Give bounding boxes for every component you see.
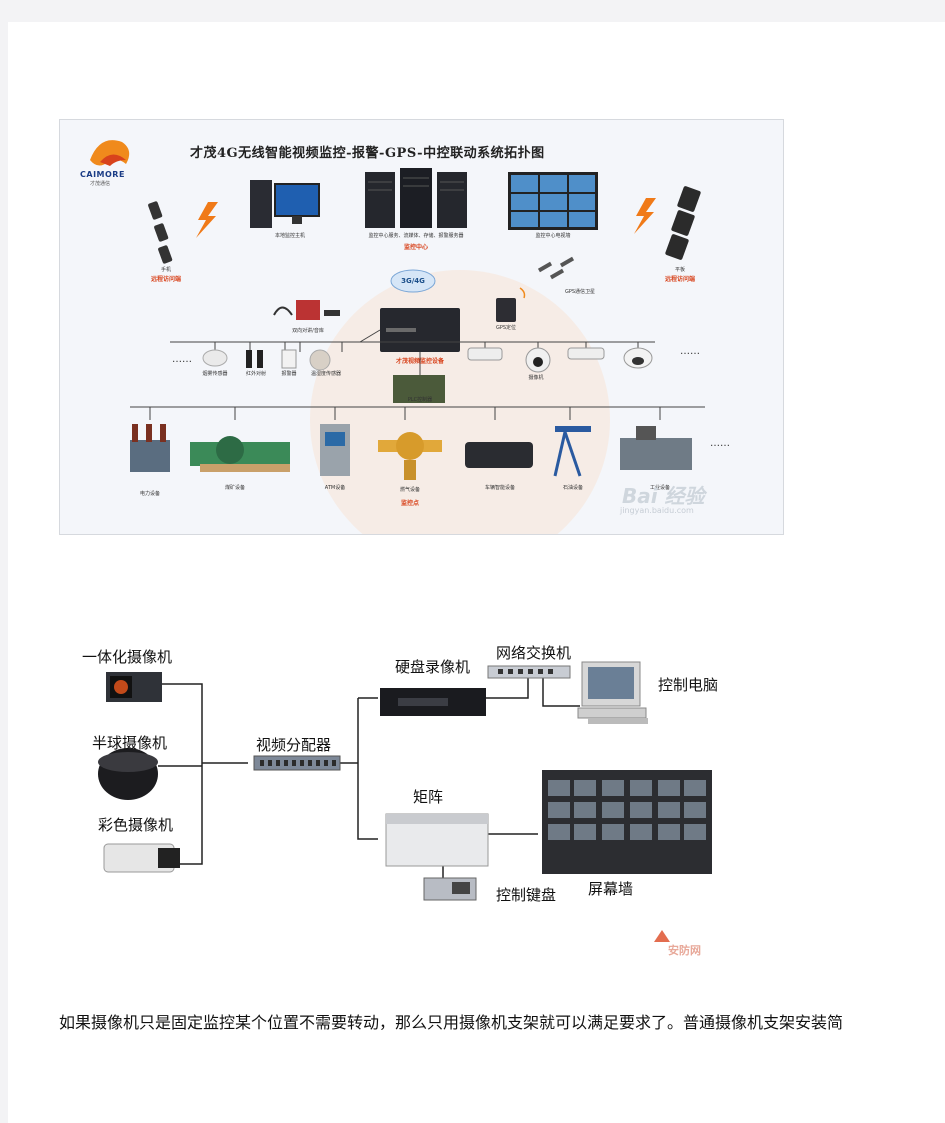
baidu-watermark-url: jingyan.baidu.com (620, 506, 694, 515)
dome-camera-icon (98, 748, 158, 800)
ellipsis-bottom: …… (710, 438, 730, 449)
cctv-wiring-diagram: 一体化摄像机 半球摄像机 彩色摄像机 视频分配器 硬盘录像机 网络交换机 控制电… (68, 634, 748, 974)
caimore-dtu-device (380, 308, 460, 352)
camera-label: 摄像机 (528, 375, 544, 381)
industrial-machine-icon (620, 426, 692, 470)
remote-left-label: 远程访问端 (150, 276, 182, 283)
anfang-watermark: 安防网 (668, 944, 701, 957)
servers-label: 监控中心服务、流媒体、存储、报警服务器 (368, 233, 464, 239)
cloud-icon (390, 269, 436, 293)
bullet-camera-icon (467, 347, 503, 361)
gps-device-icon (496, 298, 516, 322)
gps-label: GPS定位 (495, 325, 517, 331)
tablet-icon (665, 186, 701, 260)
vehicle-label: 车辆智能设备 (484, 485, 516, 491)
wall-label: 屏幕墙 (588, 880, 634, 898)
gps-sat-label: GPS通信卫星 (564, 289, 596, 295)
baidu-watermark: Bai 经验 (622, 484, 705, 508)
pc-label: 控制电脑 (658, 676, 719, 694)
phone-label: 手机 (160, 267, 172, 273)
cam1-label: 一体化摄像机 (82, 648, 173, 666)
lightning-icon (196, 202, 218, 238)
topology-graphics (90, 140, 705, 534)
pc-tower-icon (250, 180, 272, 228)
network-label: 3G/4G (401, 277, 425, 285)
gas-equipment-icon (378, 432, 442, 480)
switch-label: 网络交换机 (496, 644, 572, 662)
power-label: 电力设备 (139, 491, 161, 497)
matrix-icon (385, 813, 489, 867)
mining-label: 煤矿设备 (224, 485, 246, 491)
pad-label: 平板 (674, 267, 686, 273)
device-label: 才茂视频监控设备 (395, 358, 445, 365)
body-paragraph: 如果摄像机只是固定监控某个位置不需要转动，那么只用摄像机支架就可以满足要求了。普… (59, 1013, 844, 1032)
monitor-icon (274, 183, 320, 217)
center-label: 监控中心 (403, 244, 429, 251)
document-page: 才茂4G无线智能视频监控-报警-GPS-中控联动系统拓扑图 CAIMORE 才茂… (8, 22, 945, 1123)
topology-diagram-image: 才茂4G无线智能视频监控-报警-GPS-中控联动系统拓扑图 CAIMORE 才茂… (59, 119, 784, 535)
atm-label: ATM设备 (324, 485, 346, 491)
phone-icon (148, 201, 173, 264)
bullet-camera-icon (567, 347, 605, 360)
oil-pump-icon (553, 426, 591, 477)
intercom-icon (296, 300, 320, 320)
matrix-label: 矩阵 (413, 788, 444, 806)
vehicle-device-icon (465, 442, 533, 468)
smoke-label: 烟雾传感器 (202, 371, 228, 377)
alarm-label: 报警器 (281, 371, 297, 377)
server-icon (365, 172, 395, 228)
gas-label: 燃气设备 (399, 487, 421, 493)
alarm-icon (281, 349, 297, 369)
remote-right-label: 远程访问端 (664, 276, 696, 283)
intercom-label: 双向对讲/音库 (292, 328, 324, 334)
screen-wall-icon (542, 770, 712, 874)
temp-sensor-icon (309, 349, 331, 371)
mining-equipment-icon (190, 436, 290, 472)
oil-label: 石油设备 (562, 485, 584, 491)
box-camera-icon (106, 672, 162, 702)
ellipsis-left: …… (172, 354, 192, 365)
keyboard-label: 控制键盘 (496, 886, 557, 904)
cam2-label: 半球摄像机 (92, 734, 168, 752)
ellipsis-right: …… (680, 346, 700, 357)
cam3-label: 彩色摄像机 (98, 816, 174, 834)
plc-label: PLC控制器 (407, 397, 433, 403)
anfang-logo-icon (654, 930, 670, 942)
control-keyboard-icon (423, 877, 477, 901)
tvwall-label: 监控中心电视墙 (535, 233, 571, 239)
industrial-label: 工业设备 (649, 485, 671, 491)
splitter-label: 视频分配器 (256, 736, 332, 754)
host-label: 本地监控主机 (274, 233, 306, 239)
logo-text: CAIMORE (80, 170, 125, 179)
logo-subtext: 才茂通信 (90, 181, 111, 187)
temp-label: 温湿度传感器 (310, 371, 342, 377)
diagram-title: 才茂4G无线智能视频监控-报警-GPS-中控联动系统拓扑图 (190, 146, 545, 161)
plc-icon (393, 375, 445, 403)
ir-label: 红外对射 (245, 371, 267, 377)
smoke-sensor-icon (202, 349, 228, 367)
dvr-label: 硬盘录像机 (395, 658, 471, 676)
cctv-graphics (98, 661, 712, 942)
video-splitter-icon (253, 755, 341, 771)
ir-sensor-icon (246, 350, 252, 368)
headset-icon (273, 306, 293, 316)
points-label: 监控点 (400, 500, 420, 507)
power-equipment-icon (130, 424, 170, 472)
atm-icon (320, 424, 350, 476)
color-camera-icon (103, 843, 180, 873)
control-pc-icon (577, 661, 648, 724)
